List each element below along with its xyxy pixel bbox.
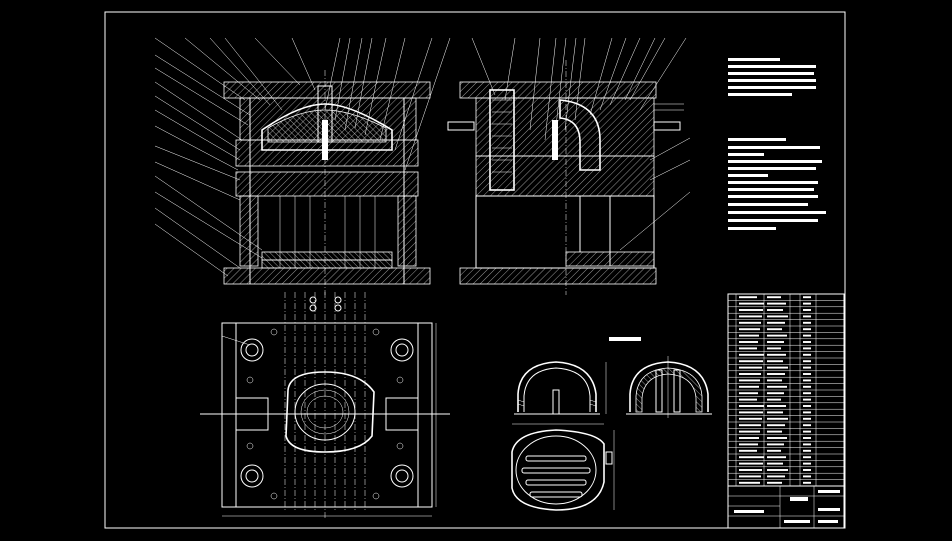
plan-view [200, 292, 450, 520]
part-front-view [514, 361, 607, 415]
right-section-view [447, 37, 691, 295]
drawing-frame [104, 11, 846, 529]
title-block [727, 485, 845, 529]
parts-list-table [727, 293, 845, 487]
part-top-view [511, 423, 615, 511]
view-label-bar [609, 337, 641, 341]
left-section-view [154, 37, 451, 295]
part-section-view [626, 356, 712, 418]
technical-requirements-block [728, 58, 826, 230]
